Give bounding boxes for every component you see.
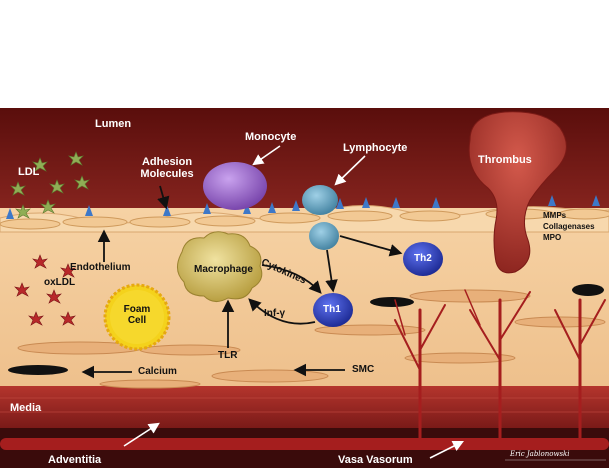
label-macrophage: Macrophage [194,264,253,275]
label-endothelium: Endothelium [70,262,131,273]
calcium-deposits [8,284,604,375]
media-region [0,386,609,428]
label-ldl: LDL [18,166,40,178]
label-media: Media [10,402,42,414]
lymphocyte-cell [302,185,338,215]
label-tlr: TLR [218,350,238,361]
label-mmps: MMPs [543,211,567,220]
thrombus [468,111,567,274]
label-foam-cell-line2: Cell [127,315,147,326]
label-inf-gamma: Inf-γ [264,308,286,319]
label-lumen: Lumen [95,118,132,130]
label-vasa-vasorum: Vasa Vasorum [338,454,413,466]
th2-cell [403,242,443,276]
label-smc: SMC [352,364,375,375]
oxldl-particles [14,254,76,326]
macrophage-cell [177,231,263,302]
label-adhesion-molecules: Adhesion Molecules [132,156,202,180]
label-mpo: MPO [543,233,562,242]
foam-cell [103,283,171,351]
vasa-vasorum-branches [394,289,606,442]
monocyte-cell [203,162,267,210]
vasa-vasorum-vessel [0,438,609,450]
label-th1: Th1 [323,304,341,315]
label-th2: Th2 [414,253,432,264]
adhesion-molecule-markers [6,195,600,219]
label-adhesion-line2: Molecules [140,168,194,181]
label-collagenases: Collagenases [543,222,595,231]
label-monocyte: Monocyte [245,131,297,143]
label-foam-cell: Foam Cell [117,304,157,326]
label-calcium: Calcium [138,366,177,377]
label-adhesion-line1: Adhesion [141,156,193,168]
label-lymphocyte: Lymphocyte [343,142,408,154]
label-thrombus: Thrombus [478,154,532,166]
label-oxldl: oxLDL [44,277,76,288]
label-signature: Eric Jablonowski [510,450,570,458]
ldl-particles [10,151,90,219]
th1-cell [313,293,353,327]
label-foam-cell-line1: Foam [123,304,151,315]
label-adventitia: Adventitia [48,454,102,466]
